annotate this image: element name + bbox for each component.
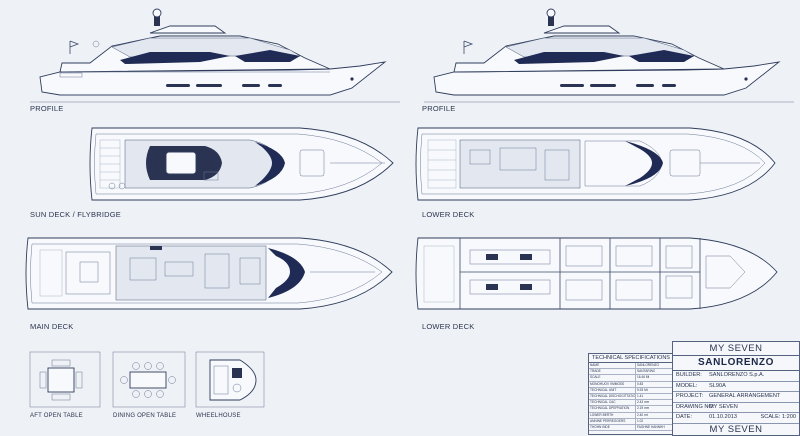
spec-key: TECHNICAL DPEPRATION [589, 406, 636, 412]
date-row: DATE: 01.10.2013 SCALE: 1:200 [673, 413, 799, 424]
spec-value: SANTARINO [637, 369, 656, 374]
spec-key: ANNINE PERREGGERS [589, 418, 636, 424]
profile-view-right [424, 8, 794, 103]
profile-view-left [30, 8, 400, 103]
spec-value: 2.43 mm [637, 400, 650, 405]
drawing-value: MY SEVEN [709, 403, 738, 410]
date-value: 01.10.2013 [709, 414, 737, 421]
builder-row: BUILDER: SANLORENZO S.p.A. [673, 371, 799, 382]
lower-deck-bottom-label: LOWER DECK [422, 322, 475, 331]
sun-deck-label: SUN DECK / FLYBRIDGE [30, 210, 121, 219]
main-deck-plan [25, 237, 393, 310]
main-deck-label: MAIN DECK [30, 322, 74, 331]
wheelhouse-detail [195, 351, 265, 408]
spec-key: THOHN INDE [589, 424, 636, 431]
project-value: GENERAL ARRANGEMENT [709, 393, 781, 400]
spec-key: TRADE [589, 369, 636, 375]
spec-key: TECHNICAL UNIT [589, 387, 636, 393]
date-key: DATE: [676, 414, 693, 421]
aft-open-table-detail [29, 351, 101, 408]
builder-value: SANLORENZO S.p.A. [709, 372, 765, 378]
spec-value: 9.93 Mt [637, 387, 648, 392]
project-key: PROJECT: [676, 393, 704, 400]
model-row: MODEL: SL90A [673, 382, 799, 393]
model-value: SL90A [709, 382, 726, 389]
spec-key: NAME [589, 363, 636, 369]
project-row: PROJECT: GENERAL ARRANGEMENT [673, 392, 799, 403]
profile-left-label: PROFILE [30, 104, 64, 113]
specs-title: TECHNICAL SPECIFICATIONS [589, 354, 673, 363]
spec-key: LOWER BERTH [589, 412, 636, 418]
spec-value: 2.40 mt [637, 412, 648, 417]
lower-deck-top-label: LOWER DECK [422, 210, 475, 219]
sun-deck-plan [89, 127, 394, 201]
dining-open-table-detail [112, 351, 186, 408]
spec-value: SANLORENZO [637, 363, 659, 367]
model-key: MODEL: [676, 382, 698, 389]
spec-value: 16.46 Mt [637, 375, 650, 380]
spec-key: MONOHUOV VMMGSS [589, 381, 636, 387]
project-name-bottom: MY SEVEN [709, 423, 763, 435]
aft-open-table-label: AFT OPEN TABLE [30, 413, 83, 419]
profile-right-label: PROFILE [422, 104, 456, 113]
drawing-key: DRAWING NO: [676, 403, 715, 410]
spec-key: TECHNICAL DISCHOGITTATIONS [590, 393, 636, 400]
spec-value: 1.41 [637, 393, 644, 398]
brand-logo: SANLORENZO [673, 356, 799, 371]
spec-value: 0.83 [637, 381, 644, 386]
lower-deck-plan-top [415, 127, 776, 201]
spec-value: 1.02 [637, 418, 644, 423]
wheelhouse-label: WHEELHOUSE [196, 413, 241, 419]
project-name-top: MY SEVEN [673, 342, 799, 356]
spec-value: 2.19 mm [637, 406, 650, 411]
spec-value: FAGHNE HANNHH [637, 424, 665, 429]
spec-key: SCALE [589, 375, 636, 381]
scale-value: SCALE: 1:200 [760, 414, 796, 421]
dining-open-table-label: DINING OPEN TABLE [113, 413, 177, 419]
spec-key: TECHNICAL CAC [589, 400, 636, 406]
lower-deck-plan-bottom [415, 237, 778, 310]
drawing-row: DRAWING NO:MY SEVEN [673, 403, 799, 414]
title-block: MY SEVEN SANLORENZO BUILDER: SANLORENZO S… [672, 341, 800, 436]
builder-key: BUILDER: [676, 372, 702, 378]
